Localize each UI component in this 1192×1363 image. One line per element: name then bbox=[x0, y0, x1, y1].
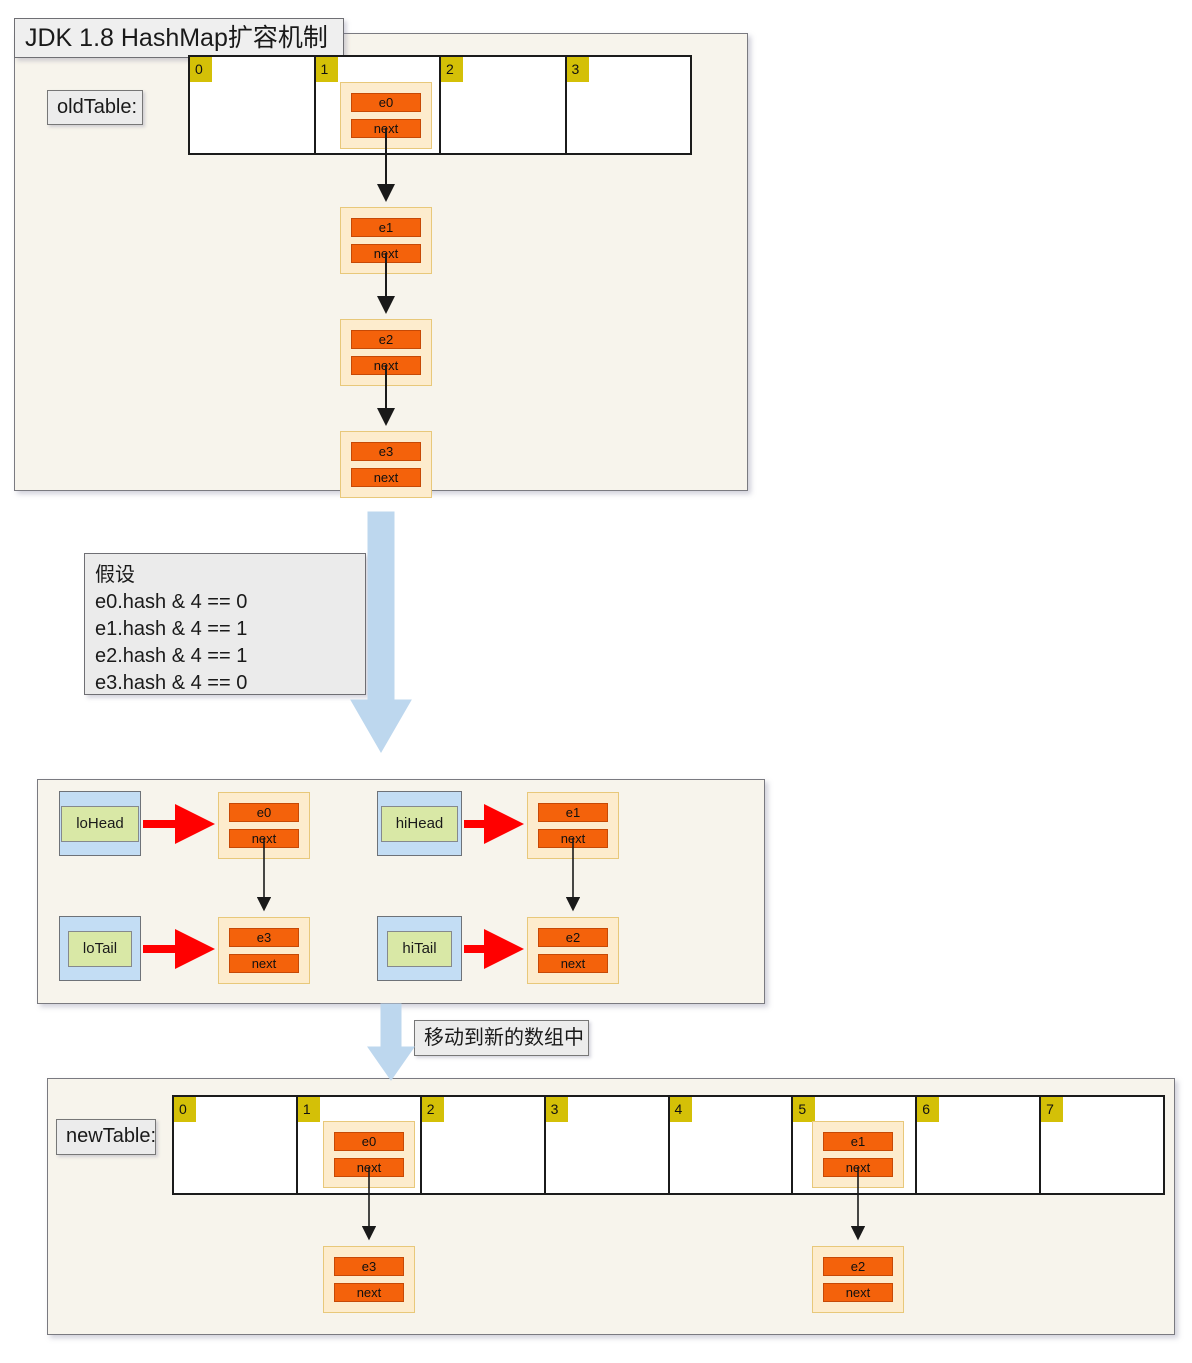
lo-head-node-e0[interactable]: e0 next bbox=[218, 792, 310, 859]
new-table-index-5: 5 bbox=[793, 1097, 816, 1122]
new-table-cell-1[interactable]: 1 bbox=[297, 1097, 422, 1193]
hi-head-label: hiHead bbox=[380, 805, 459, 842]
move-to-new-array-label: 移动到新的数组中 bbox=[414, 1020, 589, 1056]
node-name-label: e2 bbox=[351, 330, 421, 349]
node-next-field: next bbox=[538, 829, 608, 848]
node-next-field: next bbox=[351, 244, 421, 263]
node-next-field: next bbox=[229, 829, 299, 848]
hi-tail-holder[interactable]: hiTail bbox=[377, 916, 462, 981]
lo-head-holder[interactable]: loHead bbox=[59, 791, 141, 856]
old-table-label: oldTable: bbox=[47, 90, 143, 125]
old-table-cell-0[interactable]: 0 bbox=[190, 57, 316, 153]
new-table-cell-7[interactable]: 7 bbox=[1041, 1097, 1163, 1193]
diagram-title: JDK 1.8 HashMap扩容机制 bbox=[14, 18, 344, 58]
assumption-note: 假设 e0.hash & 4 == 0 e1.hash & 4 == 1 e2.… bbox=[84, 553, 366, 695]
new-table-cell-0[interactable]: 0 bbox=[174, 1097, 298, 1193]
node-name-label: e3 bbox=[229, 928, 299, 947]
new-table-index-1: 1 bbox=[297, 1097, 320, 1122]
old-table-cell-3[interactable]: 3 bbox=[566, 57, 691, 153]
hi-head-holder[interactable]: hiHead bbox=[377, 791, 462, 856]
new-table-index-3: 3 bbox=[545, 1097, 568, 1122]
old-table-index-2: 2 bbox=[441, 57, 463, 82]
old-chain-node-e3[interactable]: e3 next bbox=[340, 431, 432, 498]
hi-tail-label: hiTail bbox=[387, 930, 452, 967]
node-name-label: e0 bbox=[334, 1132, 404, 1151]
old-chain-node-e2[interactable]: e2 next bbox=[340, 319, 432, 386]
new-table-cell-6[interactable]: 6 bbox=[917, 1097, 1042, 1193]
blue-down-arrow-2 bbox=[367, 1003, 415, 1081]
new-table-cell-2[interactable]: 2 bbox=[421, 1097, 546, 1193]
new-table-cell-4[interactable]: 4 bbox=[669, 1097, 794, 1193]
node-name-label: e0 bbox=[229, 803, 299, 822]
old-table-cell-1[interactable]: 1 bbox=[315, 57, 441, 153]
lo-tail-holder[interactable]: loTail bbox=[59, 916, 141, 981]
node-next-field: next bbox=[229, 954, 299, 973]
new-table-index-4: 4 bbox=[669, 1097, 692, 1122]
old-table-index-3: 3 bbox=[566, 57, 589, 82]
new-table-node-hi-e1[interactable]: e1 next bbox=[812, 1121, 904, 1188]
new-table-node-lo-e0[interactable]: e0 next bbox=[323, 1121, 415, 1188]
new-table-array: 0 1 2 3 4 5 6 7 bbox=[172, 1095, 1165, 1195]
node-name-label: e1 bbox=[823, 1132, 893, 1151]
old-chain-node-e0[interactable]: e0 next bbox=[340, 82, 432, 149]
node-next-field: next bbox=[334, 1283, 404, 1302]
new-table-index-7: 7 bbox=[1041, 1097, 1064, 1122]
old-table-array: 0 1 2 3 bbox=[188, 55, 692, 155]
node-name-label: e0 bbox=[351, 93, 421, 112]
new-table-index-6: 6 bbox=[917, 1097, 940, 1122]
node-next-field: next bbox=[351, 356, 421, 375]
node-next-field: next bbox=[823, 1283, 893, 1302]
node-name-label: e1 bbox=[538, 803, 608, 822]
lo-tail-node-e3[interactable]: e3 next bbox=[218, 917, 310, 984]
node-name-label: e3 bbox=[351, 442, 421, 461]
new-table-node-lo-e3[interactable]: e3 next bbox=[323, 1246, 415, 1313]
node-name-label: e3 bbox=[334, 1257, 404, 1276]
new-table-index-0: 0 bbox=[174, 1097, 196, 1122]
new-table-node-hi-e2[interactable]: e2 next bbox=[812, 1246, 904, 1313]
node-name-label: e2 bbox=[823, 1257, 893, 1276]
old-table-index-0: 0 bbox=[190, 57, 212, 82]
hi-tail-node-e2[interactable]: e2 next bbox=[527, 917, 619, 984]
lo-head-label: loHead bbox=[61, 805, 139, 842]
new-table-cell-5[interactable]: 5 bbox=[793, 1097, 918, 1193]
node-next-field: next bbox=[351, 119, 421, 138]
node-name-label: e1 bbox=[351, 218, 421, 237]
node-next-field: next bbox=[351, 468, 421, 487]
new-table-label: newTable: bbox=[56, 1119, 156, 1155]
new-table-index-2: 2 bbox=[421, 1097, 444, 1122]
old-table-cell-2[interactable]: 2 bbox=[441, 57, 567, 153]
hi-head-node-e1[interactable]: e1 next bbox=[527, 792, 619, 859]
node-next-field: next bbox=[538, 954, 608, 973]
lo-tail-label: loTail bbox=[67, 930, 133, 967]
node-next-field: next bbox=[823, 1158, 893, 1177]
old-chain-node-e1[interactable]: e1 next bbox=[340, 207, 432, 274]
new-table-cell-3[interactable]: 3 bbox=[545, 1097, 670, 1193]
old-table-index-1: 1 bbox=[315, 57, 338, 82]
node-name-label: e2 bbox=[538, 928, 608, 947]
node-next-field: next bbox=[334, 1158, 404, 1177]
